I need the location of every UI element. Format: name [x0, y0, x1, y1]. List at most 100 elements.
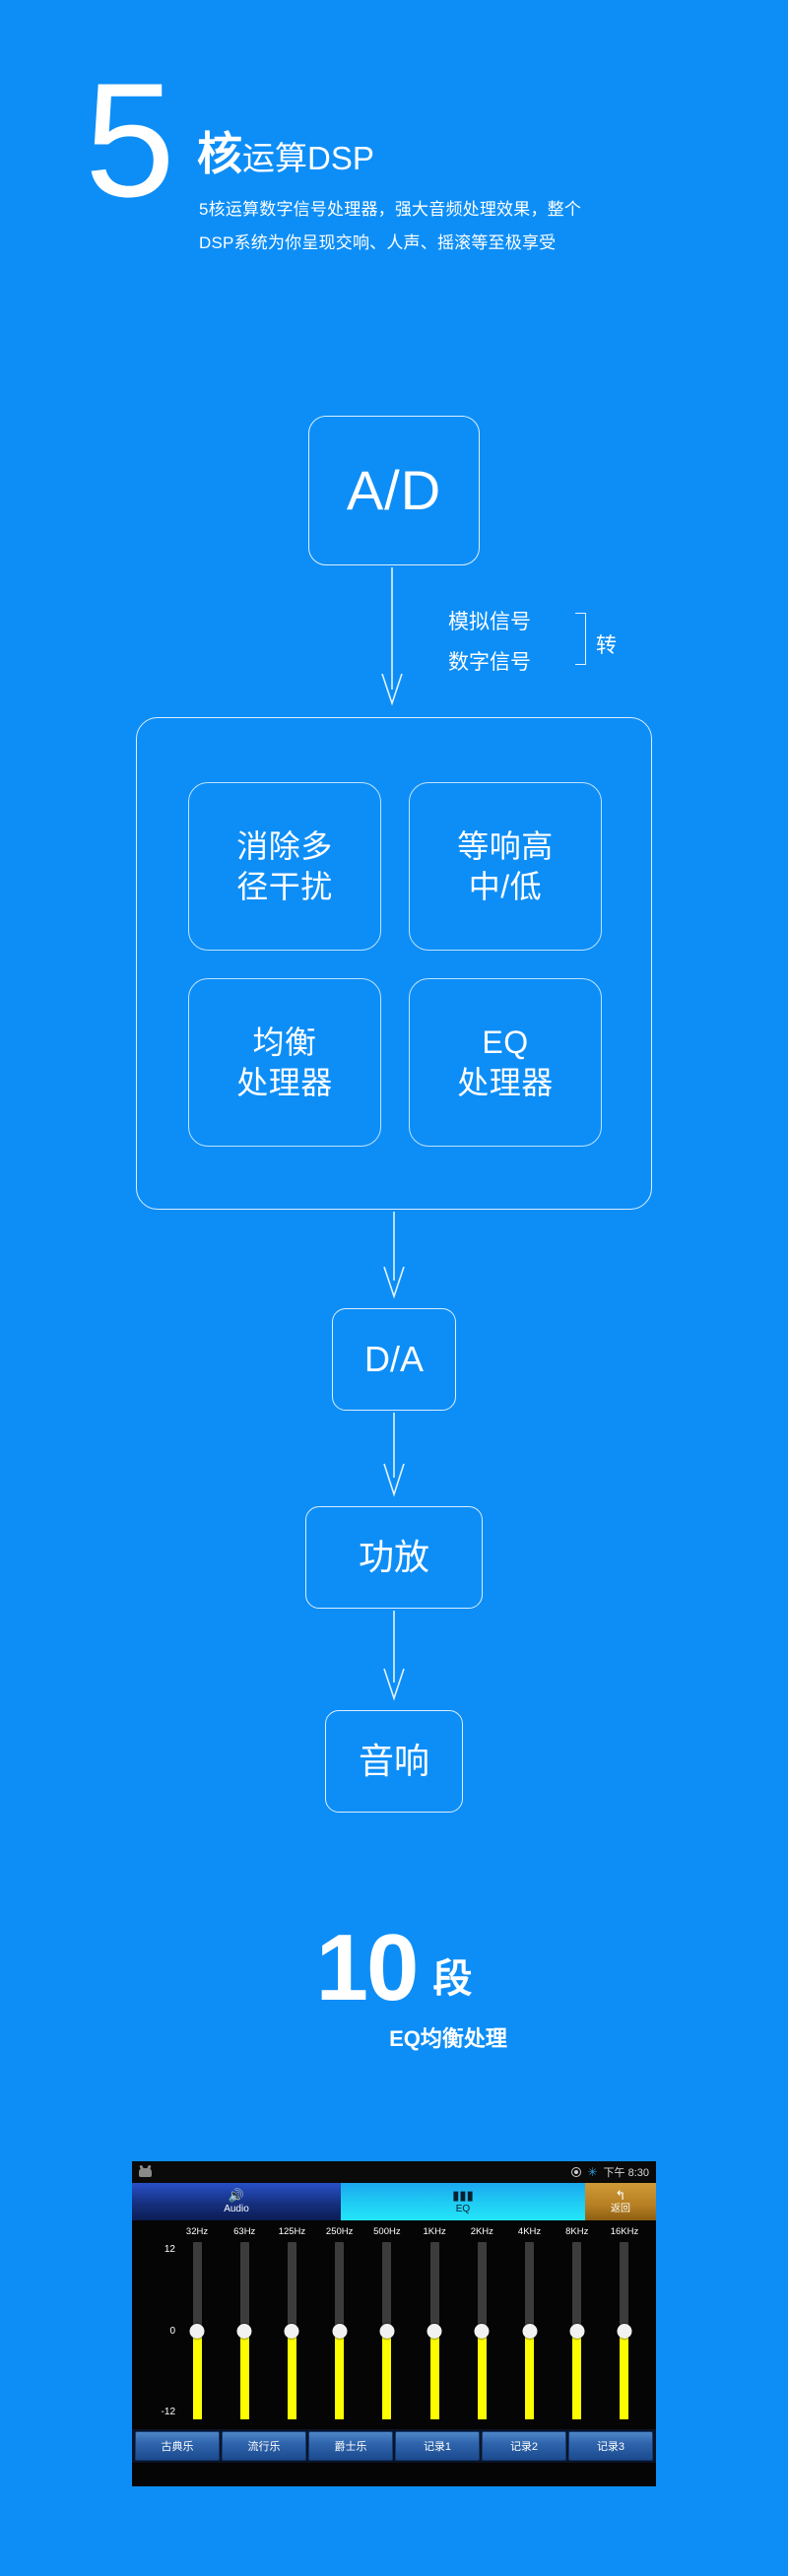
- eq-scale-labels: 12 0 -12: [146, 2244, 175, 2417]
- eq-slider-2khz[interactable]: [462, 2242, 501, 2419]
- freq-label: 4KHz: [517, 2226, 542, 2237]
- slider-knob[interactable]: [474, 2323, 490, 2339]
- ten-band-subtitle: EQ均衡处理: [389, 2026, 507, 2051]
- slider-fill: [429, 2331, 439, 2419]
- slider-knob[interactable]: [236, 2323, 252, 2339]
- ten-band-unit: 段: [432, 1957, 473, 2001]
- freq-label: 63Hz: [233, 2226, 256, 2237]
- scale-label-mid: 0: [169, 2325, 175, 2337]
- conversion-line-2: 数字信号: [448, 650, 531, 674]
- slider-fill: [192, 2331, 202, 2419]
- preset-jazz[interactable]: 爵士乐: [308, 2431, 393, 2461]
- eq-slider-63hz[interactable]: [225, 2242, 264, 2419]
- slider-track[interactable]: [617, 2242, 632, 2419]
- preset-record-3[interactable]: 记录3: [568, 2431, 653, 2461]
- title-big-text: 核: [197, 128, 242, 179]
- location-target-icon: [571, 2167, 582, 2177]
- slider-track[interactable]: [474, 2242, 490, 2419]
- freq-label: 16KHz: [610, 2226, 639, 2237]
- brace-icon: [575, 613, 586, 665]
- slider-track[interactable]: [569, 2242, 585, 2419]
- tab-back-label: 返回: [611, 2204, 630, 2214]
- node-analog-to-digital: A/D: [308, 416, 480, 565]
- eq-preset-bar: 古典乐 流行乐 爵士乐 记录1 记录2 记录3: [132, 2429, 656, 2463]
- eq-frequency-labels: 32Hz 63Hz 125Hz 250Hz 500Hz 1KHz 2KHz 4K…: [132, 2220, 656, 2239]
- preset-pop[interactable]: 流行乐: [222, 2431, 306, 2461]
- freq-label: 500Hz: [373, 2226, 401, 2237]
- slider-track[interactable]: [332, 2242, 348, 2419]
- slider-track[interactable]: [284, 2242, 299, 2419]
- slider-track[interactable]: [379, 2242, 395, 2419]
- slider-fill: [477, 2331, 487, 2419]
- eq-slider-group: [177, 2242, 644, 2419]
- slider-knob[interactable]: [379, 2323, 395, 2339]
- freq-label: 32Hz: [185, 2226, 209, 2237]
- node-speaker: 音响: [325, 1710, 463, 1813]
- slider-track[interactable]: [189, 2242, 205, 2419]
- slider-knob[interactable]: [522, 2323, 538, 2339]
- eq-slider-125hz[interactable]: [272, 2242, 311, 2419]
- preset-record-1[interactable]: 记录1: [395, 2431, 480, 2461]
- node-amplifier: 功放: [305, 1506, 483, 1609]
- slider-knob[interactable]: [284, 2323, 299, 2339]
- slider-fill: [382, 2331, 392, 2419]
- dsp-cell-equalizer: 均衡处理器: [188, 978, 381, 1147]
- eq-slider-32hz[interactable]: [177, 2242, 217, 2419]
- freq-label: 8KHz: [565, 2226, 589, 2237]
- slider-knob[interactable]: [427, 2323, 442, 2339]
- header-section: 5 核运算DSP 5核运算数字信号处理器，强大音频处理效果，整个DSP系统为你呈…: [0, 0, 788, 374]
- tab-eq[interactable]: ▮▮▮ EQ: [341, 2183, 585, 2220]
- eq-status-bar: ✳ 下午 8:30: [132, 2161, 656, 2183]
- android-robot-icon: [139, 2167, 152, 2177]
- header-description: 5核运算数字信号处理器，强大音频处理效果，整个DSP系统为你呈现交响、人声、摇滚…: [199, 200, 582, 252]
- freq-label: 1KHz: [423, 2226, 446, 2237]
- tab-audio-label: Audio: [224, 2204, 249, 2214]
- eq-body: 32Hz 63Hz 125Hz 250Hz 500Hz 1KHz 2KHz 4K…: [132, 2220, 656, 2429]
- freq-label: 2KHz: [470, 2226, 493, 2237]
- page-title: 核运算DSP: [197, 118, 374, 183]
- slider-fill: [572, 2331, 582, 2419]
- equalizer-bars-icon: ▮▮▮: [452, 2188, 474, 2203]
- eq-slider-1khz[interactable]: [415, 2242, 454, 2419]
- slider-knob[interactable]: [332, 2323, 348, 2339]
- speaker-icon: 🔊: [228, 2188, 245, 2203]
- title-small-text: 运算DSP: [242, 140, 374, 176]
- tab-audio[interactable]: 🔊 Audio: [132, 2183, 341, 2220]
- preset-classical[interactable]: 古典乐: [135, 2431, 220, 2461]
- eq-slider-4khz[interactable]: [510, 2242, 550, 2419]
- slider-track[interactable]: [522, 2242, 538, 2419]
- slider-knob[interactable]: [617, 2323, 632, 2339]
- preset-record-2[interactable]: 记录2: [482, 2431, 566, 2461]
- slider-fill: [525, 2331, 535, 2419]
- eq-slider-8khz[interactable]: [558, 2242, 597, 2419]
- freq-label: 250Hz: [325, 2226, 354, 2237]
- slider-track[interactable]: [427, 2242, 442, 2419]
- conversion-suffix: 转: [596, 634, 617, 657]
- status-right-group: ✳ 下午 8:30: [571, 2164, 649, 2180]
- conversion-label: 模拟信号 数字信号 转: [448, 603, 617, 684]
- eq-slider-250hz[interactable]: [320, 2242, 360, 2419]
- bluetooth-icon: ✳: [587, 2165, 598, 2179]
- back-arrow-icon: ↰: [615, 2188, 626, 2203]
- status-time: 下午 8:30: [603, 2167, 649, 2179]
- big-number-5: 5: [85, 49, 175, 231]
- slider-knob[interactable]: [189, 2323, 205, 2339]
- slider-fill: [620, 2331, 629, 2419]
- conversion-line-1: 模拟信号: [448, 611, 531, 633]
- eq-slider-500hz[interactable]: [367, 2242, 407, 2419]
- slider-fill: [287, 2331, 296, 2419]
- ten-band-number: 10: [315, 1915, 420, 2020]
- slider-track[interactable]: [236, 2242, 252, 2419]
- tab-back[interactable]: ↰ 返回: [585, 2183, 656, 2220]
- eq-slider-16khz[interactable]: [605, 2242, 644, 2419]
- freq-label: 125Hz: [278, 2226, 306, 2237]
- slider-knob[interactable]: [569, 2323, 585, 2339]
- eq-bottom-padding: [132, 2463, 656, 2486]
- slider-fill: [335, 2331, 345, 2419]
- slider-fill: [239, 2331, 249, 2419]
